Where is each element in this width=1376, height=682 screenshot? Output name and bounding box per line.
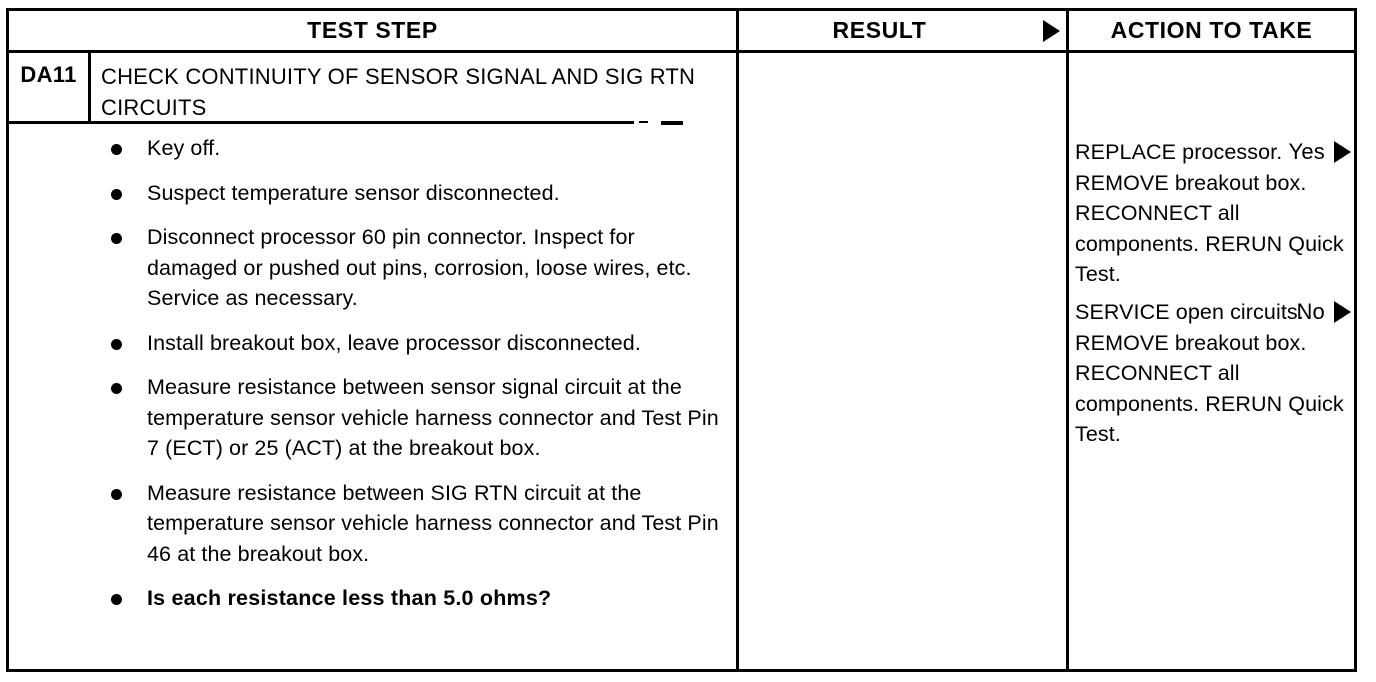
- instruction-text: Measure resistance between SIG RTN circu…: [147, 480, 719, 566]
- instruction-item: Disconnect processor 60 pin connector. I…: [105, 222, 725, 314]
- result-branch-yes: Yes: [1051, 137, 1351, 167]
- instruction-text: Key off.: [147, 136, 221, 160]
- bullet-icon: [111, 233, 122, 244]
- bullet-icon: [111, 488, 122, 500]
- triangle-right-icon: [1043, 20, 1060, 42]
- column-header-action: ACTION TO TAKE: [1110, 17, 1313, 43]
- rule-segment: [9, 121, 634, 124]
- rule-segment: [639, 121, 648, 123]
- table-header-row: TEST STEP RESULT ACTION TO TAKE: [9, 11, 1354, 50]
- result-branch-no-label: No: [1296, 299, 1325, 324]
- result-branch-yes-label: Yes: [1288, 139, 1325, 164]
- instruction-item: Install breakout box, leave processor di…: [105, 328, 725, 359]
- test-step-result-divider: [736, 11, 739, 669]
- rule-segment: [661, 121, 683, 125]
- instruction-text: Suspect temperature sensor disconnected.: [147, 180, 560, 205]
- step-title: CHECK CONTINUITY OF SENSOR SIGNAL AND SI…: [101, 64, 696, 120]
- instruction-item: Measure resistance between SIG RTN circu…: [105, 478, 725, 570]
- bullet-icon: [111, 383, 122, 394]
- instruction-text: Disconnect processor 60 pin connector. I…: [147, 225, 692, 310]
- result-branch-no: No: [1051, 297, 1351, 327]
- instruction-item: Is each resistance less than 5.0 ohms?: [105, 583, 725, 614]
- instruction-text: Install breakout box, leave processor di…: [147, 330, 641, 355]
- action-for-no: SERVICE open circuits. REMOVE breakout b…: [1075, 300, 1344, 446]
- instruction-list: Key off. Suspect temperature sensor disco…: [105, 133, 725, 628]
- instruction-item: Measure resistance between sensor signal…: [105, 372, 725, 464]
- step-title-rule: [9, 121, 736, 125]
- bullet-icon: [111, 188, 122, 200]
- instruction-item: Suspect temperature sensor disconnected.: [105, 178, 725, 209]
- pinpoint-test-table: TEST STEP RESULT ACTION TO TAKE DA11 CHE…: [6, 8, 1357, 672]
- instruction-text: Measure resistance between sensor signal…: [147, 375, 719, 460]
- header-rule: [9, 50, 1354, 53]
- triangle-right-icon: [1334, 141, 1351, 163]
- instruction-text: Is each resistance less than 5.0 ohms?: [147, 586, 552, 610]
- action-for-yes: REPLACE processor. REMOVE breakout box. …: [1075, 140, 1344, 286]
- column-header-result-label: RESULT: [832, 17, 927, 43]
- bullet-icon: [111, 338, 122, 350]
- instruction-item: Key off.: [105, 133, 725, 164]
- triangle-right-icon: [1334, 301, 1351, 323]
- step-id-divider: [88, 50, 91, 122]
- bullet-icon: [111, 144, 122, 155]
- column-header-result: RESULT: [739, 11, 1066, 50]
- step-id: DA11: [20, 62, 77, 87]
- result-action-divider: [1066, 11, 1069, 669]
- column-header-test-step: TEST STEP: [307, 17, 438, 43]
- bullet-icon: [111, 594, 122, 605]
